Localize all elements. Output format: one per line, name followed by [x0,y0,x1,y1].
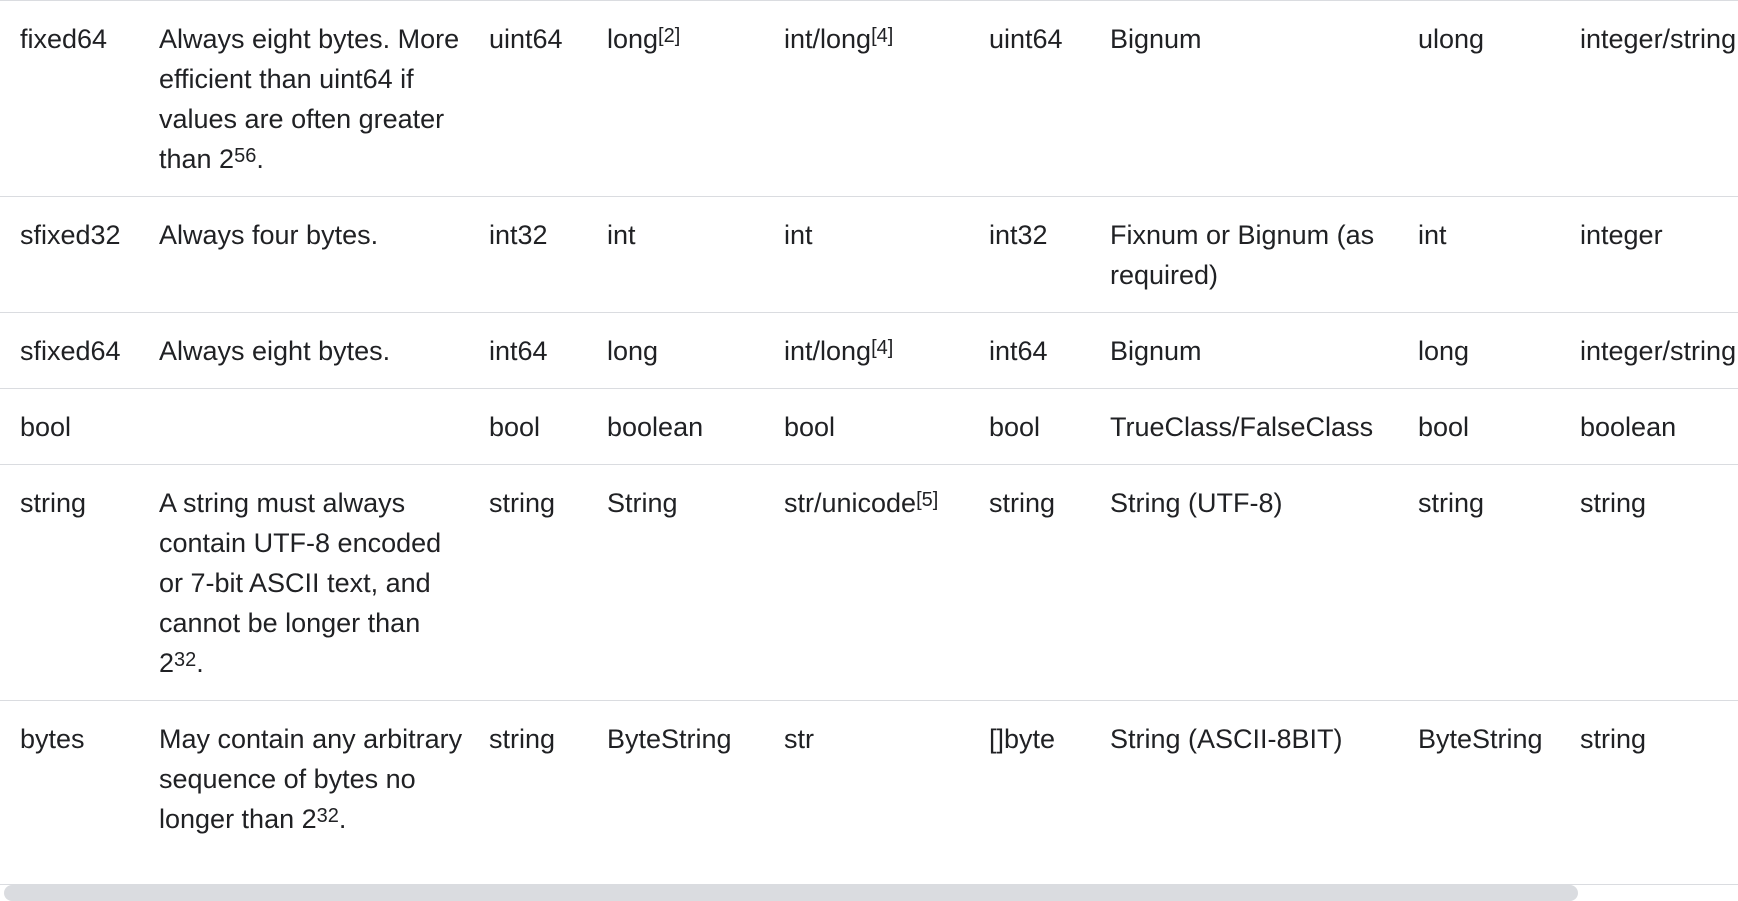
table-row: string A string must always contain UTF-… [0,464,1738,701]
ruby-type-cell: TrueClass/FalseClass [1090,388,1398,465]
footnote-link[interactable]: [4] [871,337,894,359]
csharp-type-cell: bool [1398,388,1560,465]
python-type-cell: int [764,196,969,313]
notes-cell [139,388,469,465]
java-type-cell: String [587,464,764,701]
csharp-type-cell: ByteString [1398,700,1560,856]
php-type-cell: integer/string [1560,0,1738,197]
go-type-cell: []byte [969,700,1090,856]
footnote-link[interactable]: [4] [871,25,894,47]
php-type-cell: integer [1560,196,1738,313]
cpp-type-cell: bool [469,388,587,465]
php-type-cell: string [1560,464,1738,701]
cpp-type-cell: string [469,464,587,701]
cpp-type-cell: string [469,700,587,856]
java-type-cell: long [587,312,764,389]
php-type-cell: boolean [1560,388,1738,465]
go-type-cell: int32 [969,196,1090,313]
table-row: sfixed64 Always eight bytes. int64 long … [0,312,1738,389]
go-type-cell: string [969,464,1090,701]
table-bottom-border [0,884,1738,885]
ruby-type-cell: Fixnum or Bignum (as required) [1090,196,1398,313]
cpp-type-cell: uint64 [469,0,587,197]
ruby-type-cell: String (UTF-8) [1090,464,1398,701]
proto-type-cell: bool [0,388,139,465]
notes-cell: Always eight bytes. More efficient than … [139,0,469,197]
go-type-cell: bool [969,388,1090,465]
cpp-type-cell: int64 [469,312,587,389]
python-type-cell: bool [764,388,969,465]
proto-type-cell: sfixed64 [0,312,139,389]
python-type-cell: int/long[4] [764,312,969,389]
csharp-type-cell: long [1398,312,1560,389]
footnote-link[interactable]: [2] [658,25,681,47]
java-type-cell: boolean [587,388,764,465]
ruby-type-cell: Bignum [1090,0,1398,197]
python-type-cell: int/long[4] [764,0,969,197]
notes-cell: Always eight bytes. [139,312,469,389]
php-type-cell: integer/string [1560,312,1738,389]
java-type-cell: long[2] [587,0,764,197]
proto-type-cell: fixed64 [0,0,139,197]
go-type-cell: int64 [969,312,1090,389]
proto-type-cell: bytes [0,700,139,856]
notes-cell: May contain any arbitrary sequence of by… [139,700,469,856]
table-row: bytes May contain any arbitrary sequence… [0,700,1738,856]
scalar-value-types-table: fixed64 Always eight bytes. More efficie… [0,0,1738,856]
proto-type-cell: sfixed32 [0,196,139,313]
notes-cell: Always four bytes. [139,196,469,313]
ruby-type-cell: Bignum [1090,312,1398,389]
csharp-type-cell: string [1398,464,1560,701]
cpp-type-cell: int32 [469,196,587,313]
ruby-type-cell: String (ASCII-8BIT) [1090,700,1398,856]
table-row: bool bool boolean bool bool TrueClass/Fa… [0,388,1738,465]
go-type-cell: uint64 [969,0,1090,197]
csharp-type-cell: ulong [1398,0,1560,197]
csharp-type-cell: int [1398,196,1560,313]
python-type-cell: str/unicode[5] [764,464,969,701]
php-type-cell: string [1560,700,1738,856]
table-row: fixed64 Always eight bytes. More efficie… [0,0,1738,197]
java-type-cell: ByteString [587,700,764,856]
footnote-link[interactable]: [5] [916,489,939,511]
java-type-cell: int [587,196,764,313]
proto-type-cell: string [0,464,139,701]
python-type-cell: str [764,700,969,856]
horizontal-scrollbar-thumb[interactable] [4,885,1578,901]
notes-cell: A string must always contain UTF-8 encod… [139,464,469,701]
table-row: sfixed32 Always four bytes. int32 int in… [0,196,1738,313]
